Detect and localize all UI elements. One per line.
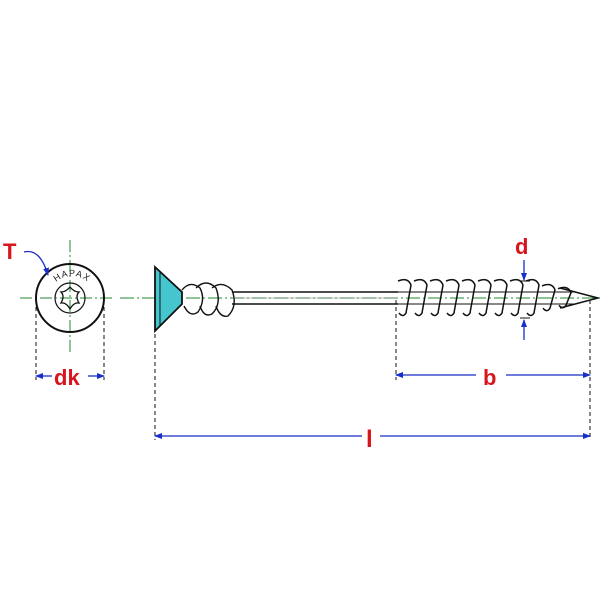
screw-threads	[397, 278, 574, 317]
thread-turn	[445, 278, 460, 317]
thread-turn	[541, 283, 556, 312]
torx-drive-icon	[59, 285, 81, 311]
drive-leader-line	[23, 250, 49, 276]
head-marking: HAPAX	[52, 268, 93, 284]
label-head-diameter: dk	[54, 365, 80, 390]
thread-turn	[493, 278, 508, 317]
thread-turn	[525, 278, 540, 317]
screw-shank	[232, 291, 398, 305]
label-length: l	[366, 426, 373, 453]
thread-turn	[429, 278, 444, 317]
dimension-b: b	[395, 300, 591, 440]
thread-turn	[477, 278, 492, 317]
thread-turn	[413, 278, 428, 317]
thread-turn	[461, 278, 476, 317]
dimension-l: l	[154, 334, 591, 453]
head-inner-circle	[54, 282, 86, 314]
screw-tip	[559, 287, 600, 309]
head-end-view: HAPAX	[20, 240, 115, 355]
label-thread-diameter: d	[515, 234, 528, 259]
underhead-ribs	[181, 282, 235, 317]
thread-turn	[509, 278, 524, 317]
head-outer-circle	[35, 263, 105, 333]
screw-side-view	[120, 264, 600, 334]
dimension-d: d	[515, 234, 530, 340]
dimension-dk: dk	[35, 300, 105, 390]
label-thread-length: b	[483, 365, 496, 390]
screw-head	[154, 264, 183, 334]
thread-turn	[397, 278, 412, 317]
label-drive-size: T	[3, 239, 17, 264]
